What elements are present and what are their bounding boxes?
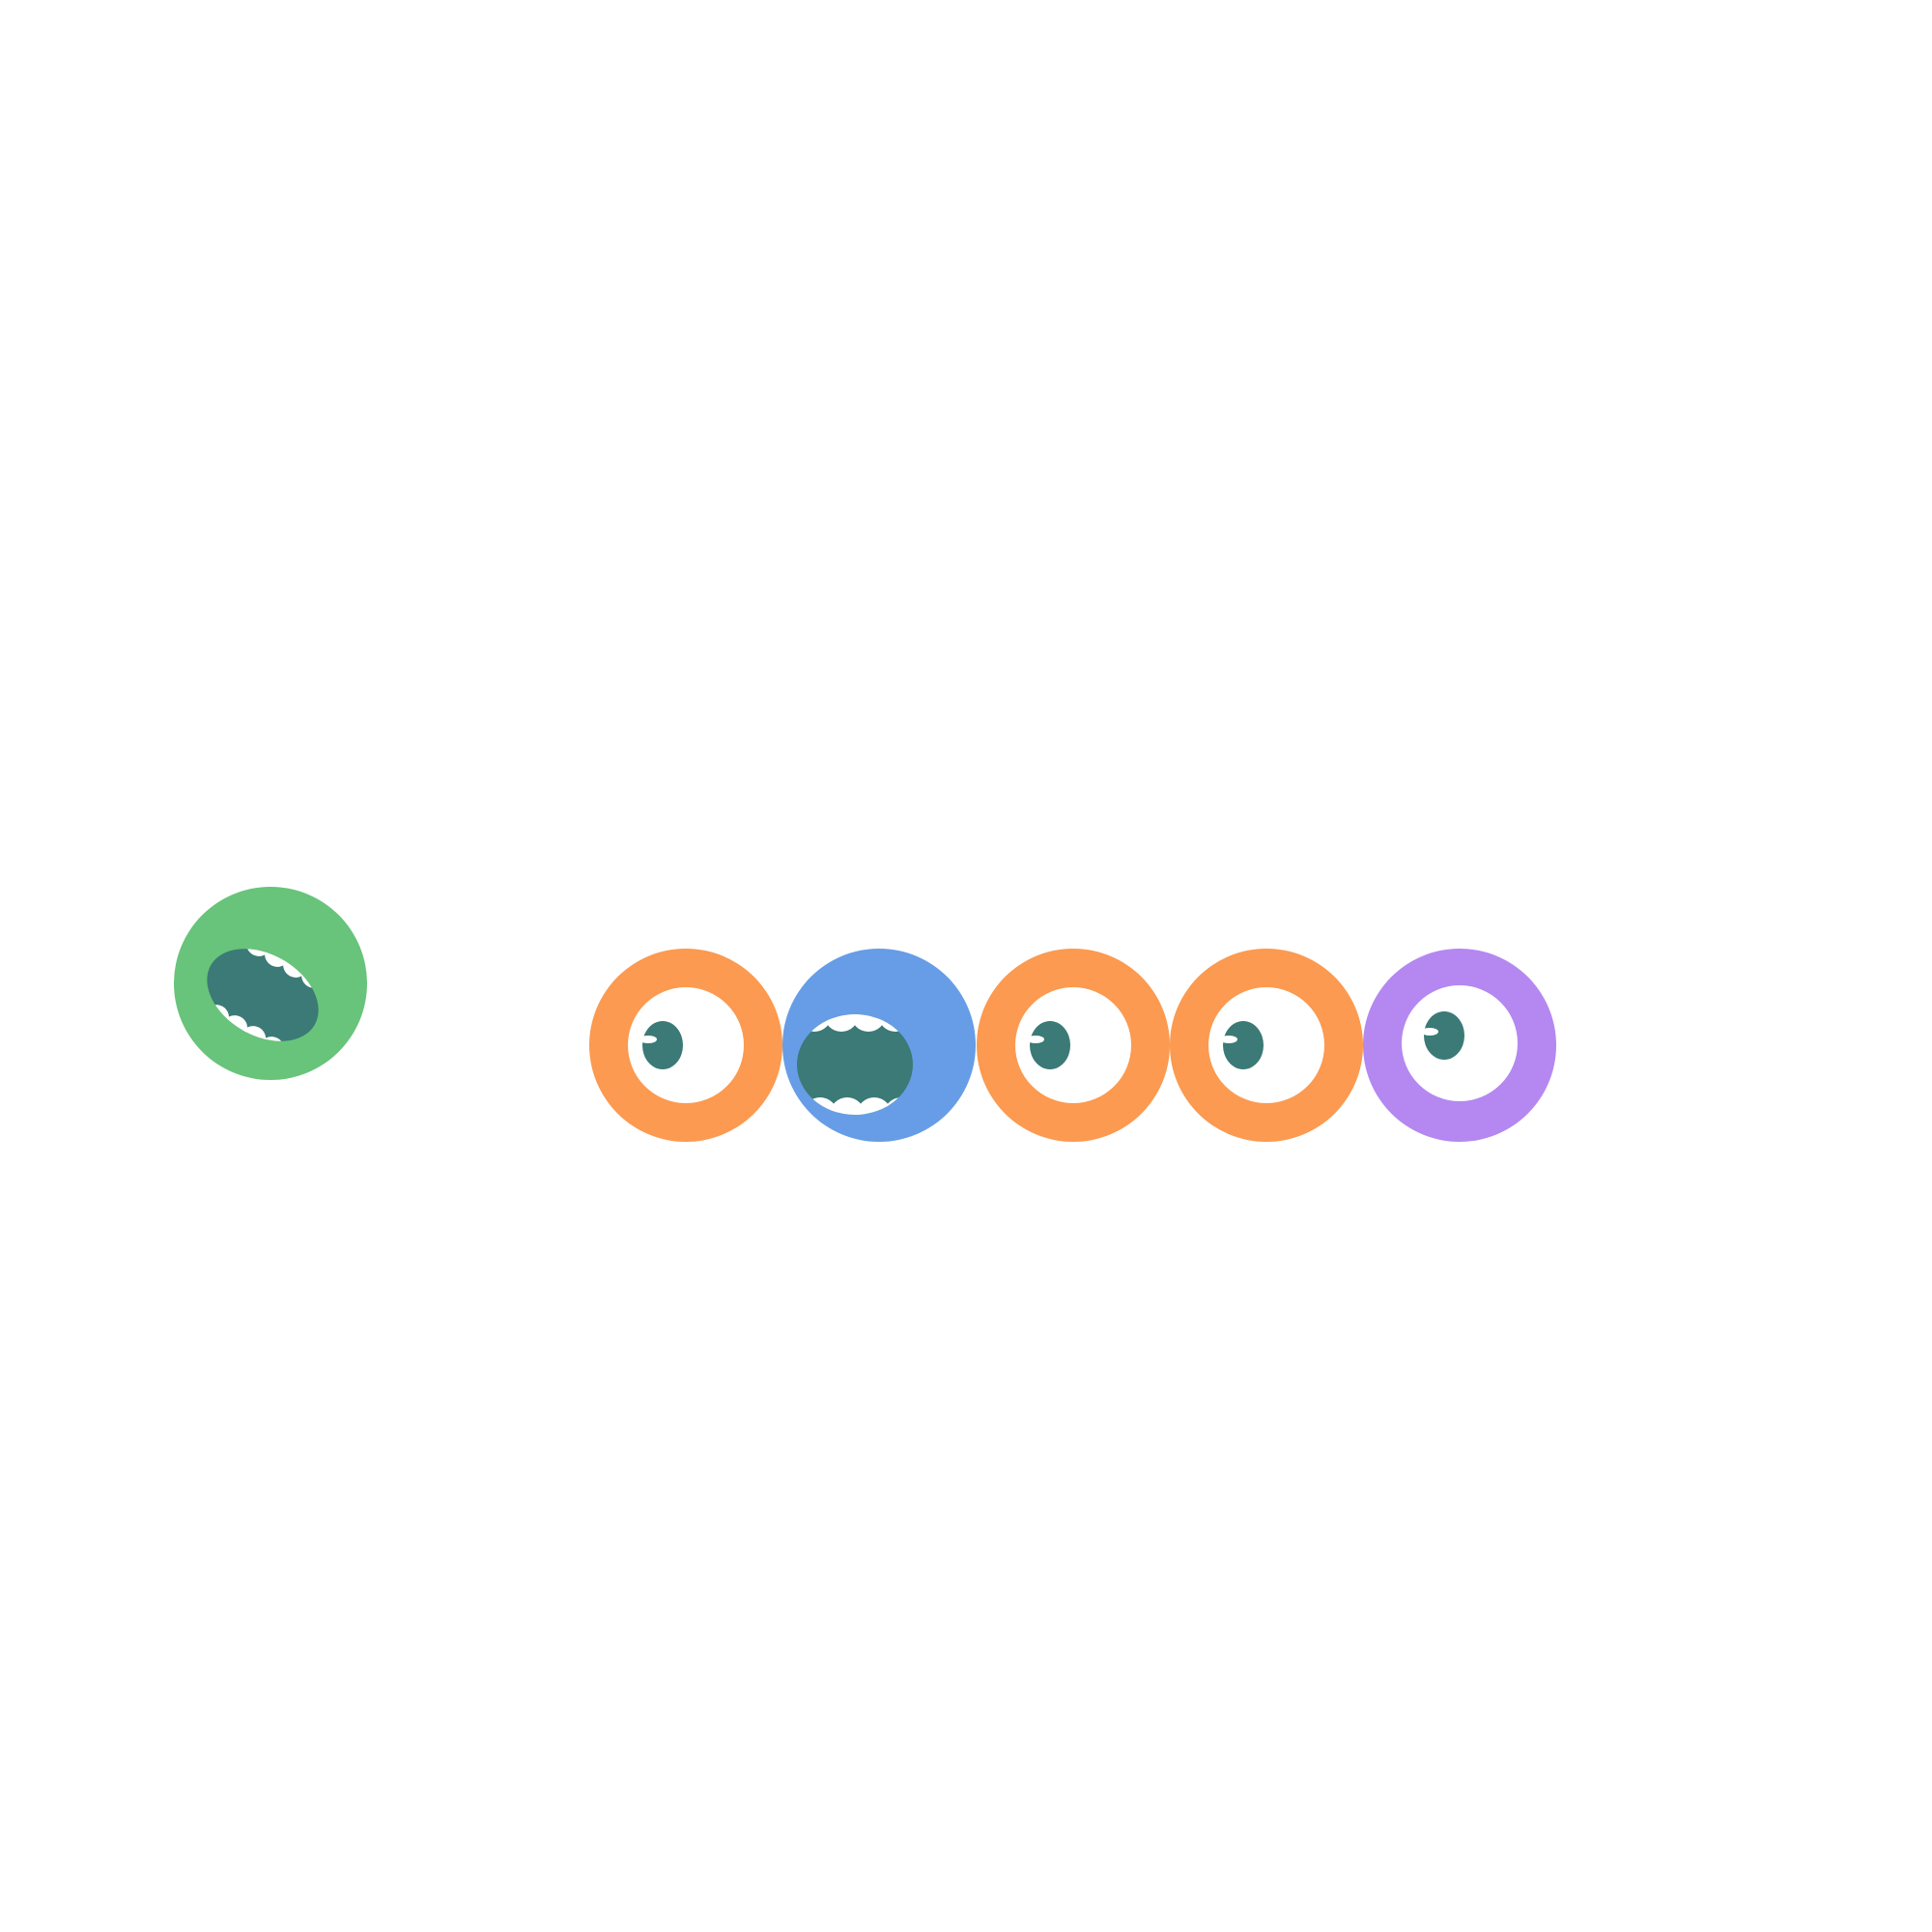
queue-monster-1[interactable] (589, 949, 782, 1142)
queue-monster-3[interactable] (977, 949, 1170, 1142)
eye-icon (1208, 987, 1324, 1103)
queue-monster-2[interactable] (782, 949, 976, 1142)
queue-monster-5[interactable] (1363, 949, 1556, 1142)
monster-queue (589, 949, 1556, 1142)
queue-monster-4[interactable] (1170, 949, 1363, 1142)
eye-icon (1015, 987, 1131, 1103)
eye-icon (628, 987, 744, 1103)
player-chomper[interactable] (174, 887, 367, 1080)
eye-icon (1402, 985, 1518, 1101)
